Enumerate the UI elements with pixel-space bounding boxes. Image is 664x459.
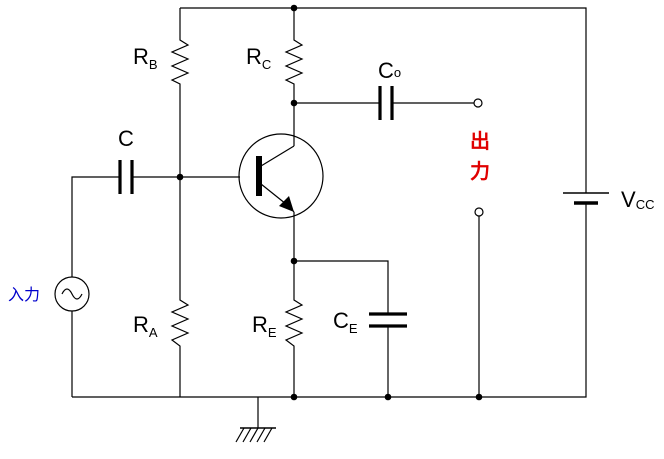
wires bbox=[71, 7, 587, 428]
ra-label: RA bbox=[133, 312, 158, 340]
junction-dot bbox=[290, 99, 298, 107]
sine-wave-icon bbox=[61, 288, 83, 300]
resistor-rc bbox=[284, 36, 304, 86]
input-label: 入力 bbox=[8, 285, 40, 304]
top-rail-wire bbox=[180, 7, 587, 193]
capacitor-co bbox=[378, 86, 394, 120]
input-top-wire bbox=[71, 176, 120, 277]
c-label: C bbox=[118, 126, 134, 151]
junction-dot bbox=[176, 173, 184, 181]
junction-dot bbox=[290, 4, 298, 12]
output-terminal-bottom bbox=[474, 207, 484, 217]
junction-dot bbox=[290, 257, 298, 265]
junction-dot bbox=[475, 393, 483, 401]
capacitor-c bbox=[118, 160, 134, 194]
rc-label: RC bbox=[246, 44, 271, 72]
ac-source bbox=[54, 276, 90, 312]
junction-dot bbox=[290, 393, 298, 401]
junction-dots bbox=[176, 4, 483, 401]
resistor-rb bbox=[170, 36, 190, 86]
vcc-label: VCC bbox=[621, 187, 654, 212]
bottom-rail-wire bbox=[72, 203, 587, 398]
ce-top-wire bbox=[294, 260, 389, 314]
co-label: Co bbox=[378, 58, 401, 83]
transistor bbox=[238, 133, 324, 219]
transistor-emitter-lead bbox=[260, 183, 287, 205]
ce-label: CE bbox=[333, 308, 358, 336]
transistor-collector-lead bbox=[260, 145, 295, 167]
output-label-line1: 出 bbox=[470, 129, 490, 153]
resistor-ra bbox=[170, 296, 190, 350]
rb-label: RB bbox=[133, 44, 158, 72]
resistor-re bbox=[284, 296, 304, 350]
re-label: RE bbox=[252, 312, 277, 340]
output-terminal-top bbox=[473, 98, 483, 108]
output-label-line2: 力 bbox=[470, 159, 490, 183]
junction-dot bbox=[384, 393, 392, 401]
battery-vcc bbox=[563, 192, 609, 205]
transistor-envelope bbox=[238, 133, 324, 219]
ground-icon bbox=[235, 427, 276, 443]
ac-source-circle bbox=[54, 276, 90, 312]
capacitor-ce bbox=[369, 312, 407, 328]
